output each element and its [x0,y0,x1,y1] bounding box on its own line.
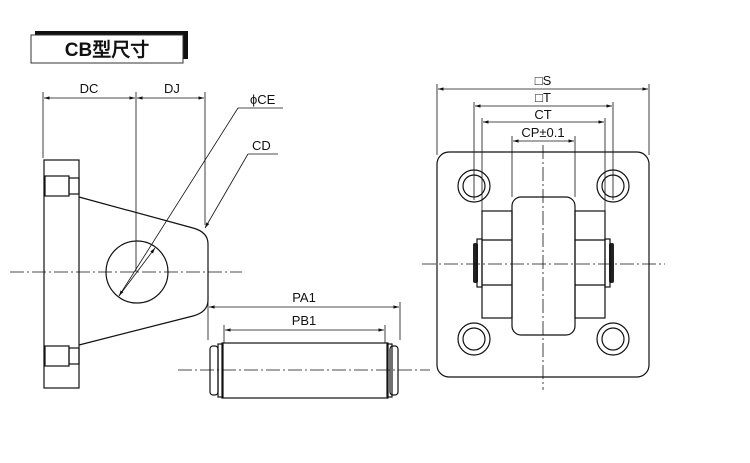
ct-label: CT [534,107,551,122]
pa1-label: PA1 [292,290,316,305]
title: CB型尺寸 [65,38,149,61]
pb1-label: PB1 [292,313,317,328]
dj-label: DJ [164,81,180,96]
front-view: □S □T CT CP±0.1 [422,73,665,390]
dc-label: DC [80,81,99,96]
bolt-holes [457,169,630,356]
title-box: CB型尺寸 [30,31,188,64]
pin-view: PA1 PB1 [178,290,430,399]
cd-label: CD [252,138,271,153]
cp-label: CP±0.1 [521,125,564,140]
t-label: □T [535,90,551,105]
ce-label: ϕCE [250,92,276,107]
side-view: DC DJ ϕCE CD [10,81,283,389]
s-label: □S [535,73,552,88]
